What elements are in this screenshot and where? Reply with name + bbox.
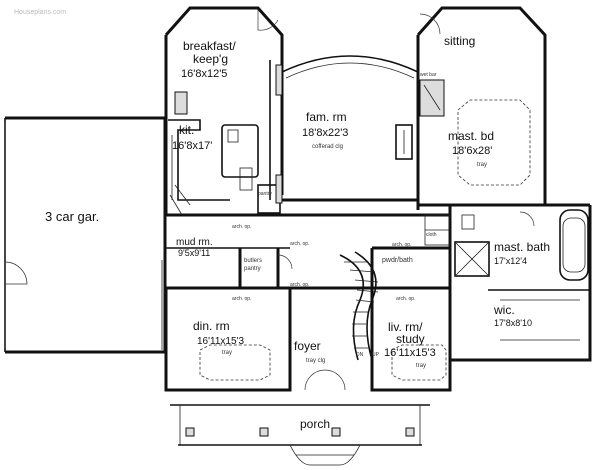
porch-label: porch bbox=[300, 417, 330, 431]
porch bbox=[170, 404, 430, 466]
foyer-label: foyer bbox=[294, 339, 321, 353]
liv-rm-note: tray bbox=[416, 363, 426, 369]
up-note: UP bbox=[372, 352, 380, 358]
wic-label: wic. bbox=[493, 303, 515, 317]
mast-bath-dimensions: 17'x12'4 bbox=[494, 256, 527, 266]
arch-op-note-1: arch. op. bbox=[232, 224, 251, 230]
butlers-label-2: pantry bbox=[244, 266, 261, 272]
arch-op-note-5: arch. op. bbox=[392, 242, 411, 248]
liv-rm-dimensions: 16'11x15'3 bbox=[384, 347, 436, 359]
living-study bbox=[370, 288, 452, 392]
mast-bd-label: mast. bd bbox=[448, 129, 494, 143]
liv-rm-label: liv. rm/ bbox=[388, 320, 423, 334]
mast-bd-dimensions: 18'6x28' bbox=[452, 145, 492, 157]
sitting-label: sitting bbox=[444, 34, 475, 48]
butlers-label: butlers bbox=[244, 258, 262, 264]
cloth-note: cloth bbox=[426, 232, 437, 238]
arch-op-note-3: arch. op. bbox=[290, 282, 309, 288]
liv-rm-label-2: study bbox=[396, 332, 425, 346]
dn-note: DN bbox=[356, 352, 364, 358]
din-rm-note: tray bbox=[222, 350, 232, 356]
kit-label: kit. bbox=[179, 123, 194, 137]
fam-rm-label: fam. rm bbox=[306, 110, 347, 124]
din-rm-dimensions: 16'11x15'3 bbox=[197, 336, 244, 347]
mud-rm-dimensions: 9'5x9'11 bbox=[178, 248, 210, 258]
garage bbox=[4, 116, 167, 354]
arch-op-note-2: arch. op. bbox=[290, 241, 309, 247]
breakfast-label-2: keep'g bbox=[193, 52, 228, 66]
wet-bar-note: wet bar bbox=[420, 72, 437, 78]
family-room bbox=[281, 35, 420, 216]
pwdr-bath-label: pwdr/bath bbox=[382, 257, 413, 264]
central-hall bbox=[166, 213, 450, 290]
mast-bath-label: mast. bath bbox=[494, 240, 550, 254]
mud-rm-label: mud rm. bbox=[176, 237, 213, 248]
kit-dimensions: 16'8x17' bbox=[172, 140, 212, 152]
watermark: Houseplans.com bbox=[14, 9, 66, 16]
master-suite bbox=[416, 6, 590, 207]
fam-rm-note: cofferad clg bbox=[312, 144, 343, 150]
mast-bd-note: tray bbox=[477, 162, 487, 168]
breakfast-dimensions: 16'8x12'5 bbox=[181, 68, 227, 80]
staircase bbox=[339, 251, 379, 361]
garage-label: 3 car gar. bbox=[45, 209, 99, 224]
arch-op-note-4: arch. op. bbox=[232, 296, 251, 302]
pantry-note: pantry bbox=[258, 191, 272, 197]
foyer-note: tray clg bbox=[306, 358, 325, 364]
arch-op-note-6: arch. op. bbox=[396, 296, 415, 302]
fam-rm-dimensions: 18'8x22'3 bbox=[302, 127, 348, 139]
breakfast-label: breakfast/ bbox=[183, 39, 236, 53]
breakfast-wing bbox=[164, 6, 284, 216]
din-rm-label: din. rm bbox=[193, 319, 230, 333]
master-bath bbox=[448, 205, 592, 362]
wic-dimensions: 17'8x8'10 bbox=[494, 318, 532, 328]
